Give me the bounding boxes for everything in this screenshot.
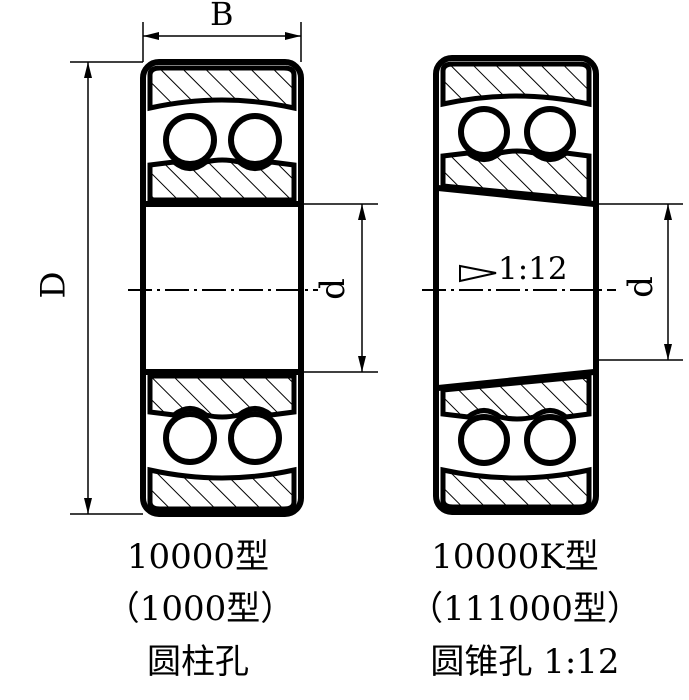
outer-diameter-label: D — [33, 271, 74, 299]
ball-top-left-1 — [163, 113, 217, 167]
outer-outline-right — [433, 55, 599, 515]
dimension-d-outer — [70, 61, 143, 515]
dimension-bore-right — [596, 203, 683, 361]
bearing-cylindrical-bore — [128, 59, 318, 517]
ball-top-left-2 — [228, 113, 282, 167]
ball-bottom-left-2 — [228, 411, 282, 465]
ball-bottom-right-1 — [458, 414, 510, 466]
outer-ring-top-left — [147, 65, 297, 112]
caption-left-bore: 圆柱孔 — [147, 642, 249, 682]
dimension-bore-left — [301, 203, 378, 373]
inner-ring-top-right — [440, 148, 592, 203]
taper-label: 1:12 — [498, 251, 568, 287]
taper-symbol — [459, 264, 497, 283]
dimension-b — [142, 22, 302, 62]
outer-ring-bottom-right — [440, 466, 592, 510]
outer-outline-left — [140, 59, 304, 517]
caption-left-type: 10000型 — [126, 537, 270, 577]
bore-label-left: d — [312, 278, 353, 300]
caption-right-bore: 圆锥孔 1:12 — [430, 642, 620, 682]
caption-left-old-type: （1000型） — [105, 589, 295, 629]
inner-ring-top-left — [147, 157, 297, 203]
bearing-tapered-bore — [422, 55, 616, 515]
width-label: B — [210, 0, 234, 33]
inner-ring-bottom-right — [440, 373, 592, 422]
ball-bottom-left-1 — [163, 411, 217, 465]
ball-top-right-2 — [524, 106, 576, 158]
caption-right-old-type: （111000型） — [409, 589, 641, 629]
bore-label-right: d — [620, 276, 661, 298]
outer-ring-top-right — [440, 61, 592, 108]
outer-ring-bottom-left — [147, 466, 297, 512]
inner-ring-bottom-left — [147, 373, 297, 420]
ball-top-right-1 — [458, 106, 510, 158]
ball-bottom-right-2 — [524, 414, 576, 466]
caption-right-type: 10000K型 — [431, 537, 599, 577]
